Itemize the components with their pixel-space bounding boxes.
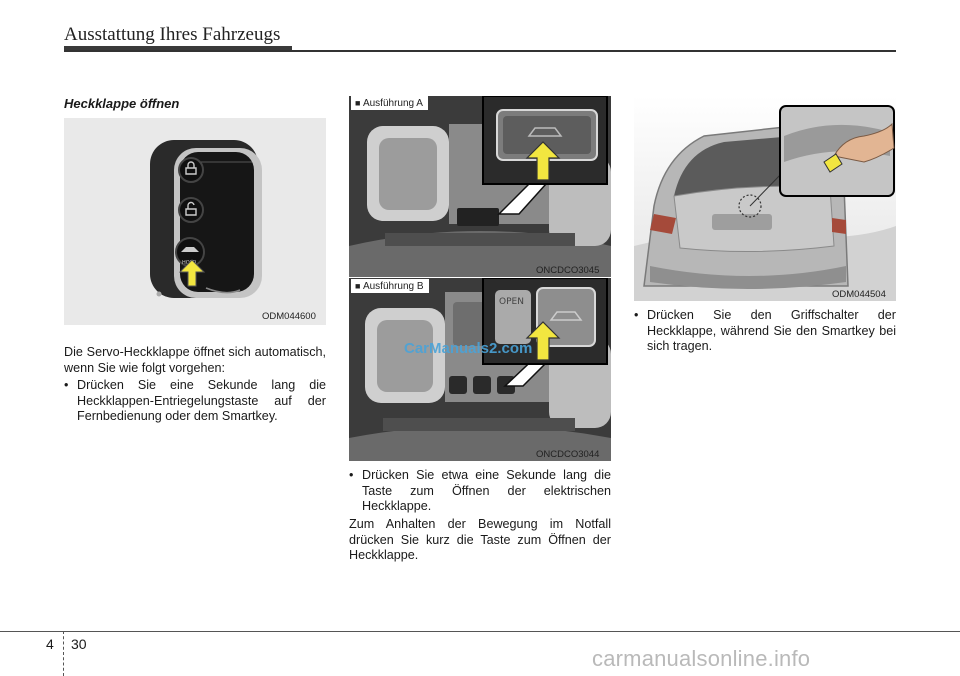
rear-figure bbox=[634, 96, 896, 301]
smartkey-illustration: HOLD bbox=[64, 118, 326, 325]
col2-paragraph: Zum Anhalten der Bewegung im Notfall drü… bbox=[349, 517, 611, 562]
col1-intro: Die Servo-Heckklappe öffnet sich automat… bbox=[64, 345, 326, 375]
footer-separator bbox=[63, 631, 64, 676]
footer-page-number: 30 bbox=[71, 636, 87, 652]
footer-rule bbox=[0, 631, 960, 632]
smartkey-figure: HOLD bbox=[64, 118, 326, 325]
col1-bullet-1-text: Drücken Sie eine Sekunde lang die Heckkl… bbox=[77, 378, 326, 423]
col1-bullet-1: • Drücken Sie eine Sekunde lang die Heck… bbox=[64, 378, 326, 425]
watermark-site: carmanualsonline.info bbox=[592, 646, 811, 671]
watermark-carmanuals: CarManuals2.com bbox=[404, 340, 533, 357]
col3-bullet-1: • Drücken Sie den Griffschalter der Heck… bbox=[634, 308, 896, 355]
col2-bullet-1-text: Drücken Sie etwa eine Sekunde lang die T… bbox=[362, 468, 611, 513]
bullet-dot: • bbox=[634, 308, 639, 322]
rear-figure-code: ODM044504 bbox=[832, 289, 886, 300]
variant-a-figure-code: ONCDCO3045 bbox=[536, 265, 600, 276]
variant-a-label: Ausführung A bbox=[351, 96, 428, 110]
header-rule-accent bbox=[64, 46, 292, 52]
variant-b-figure-code: ONCDCO3044 bbox=[536, 449, 600, 460]
footer-chapter-number: 4 bbox=[46, 636, 54, 652]
col2-bullet-1: • Drücken Sie etwa eine Sekunde lang die… bbox=[349, 468, 611, 515]
variant-b-label: Ausführung B bbox=[351, 279, 429, 293]
variant-b-illustration: OPEN bbox=[349, 278, 611, 461]
page-header-title: Ausstattung Ihres Fahrzeugs bbox=[64, 24, 281, 45]
variant-a-figure bbox=[349, 96, 611, 277]
open-label: OPEN bbox=[499, 297, 524, 307]
section-title: Heckklappe öffnen bbox=[64, 96, 180, 111]
bullet-dot: • bbox=[349, 468, 354, 482]
bullet-dot: • bbox=[64, 378, 69, 392]
rear-illustration bbox=[634, 96, 896, 301]
col3-bullet-1-text: Drücken Sie den Griffschalter der Heckkl… bbox=[647, 308, 896, 353]
variant-b-figure: OPEN bbox=[349, 278, 611, 461]
smartkey-figure-code: ODM044600 bbox=[262, 311, 316, 322]
variant-a-illustration bbox=[349, 96, 611, 277]
header-rule bbox=[64, 50, 896, 52]
